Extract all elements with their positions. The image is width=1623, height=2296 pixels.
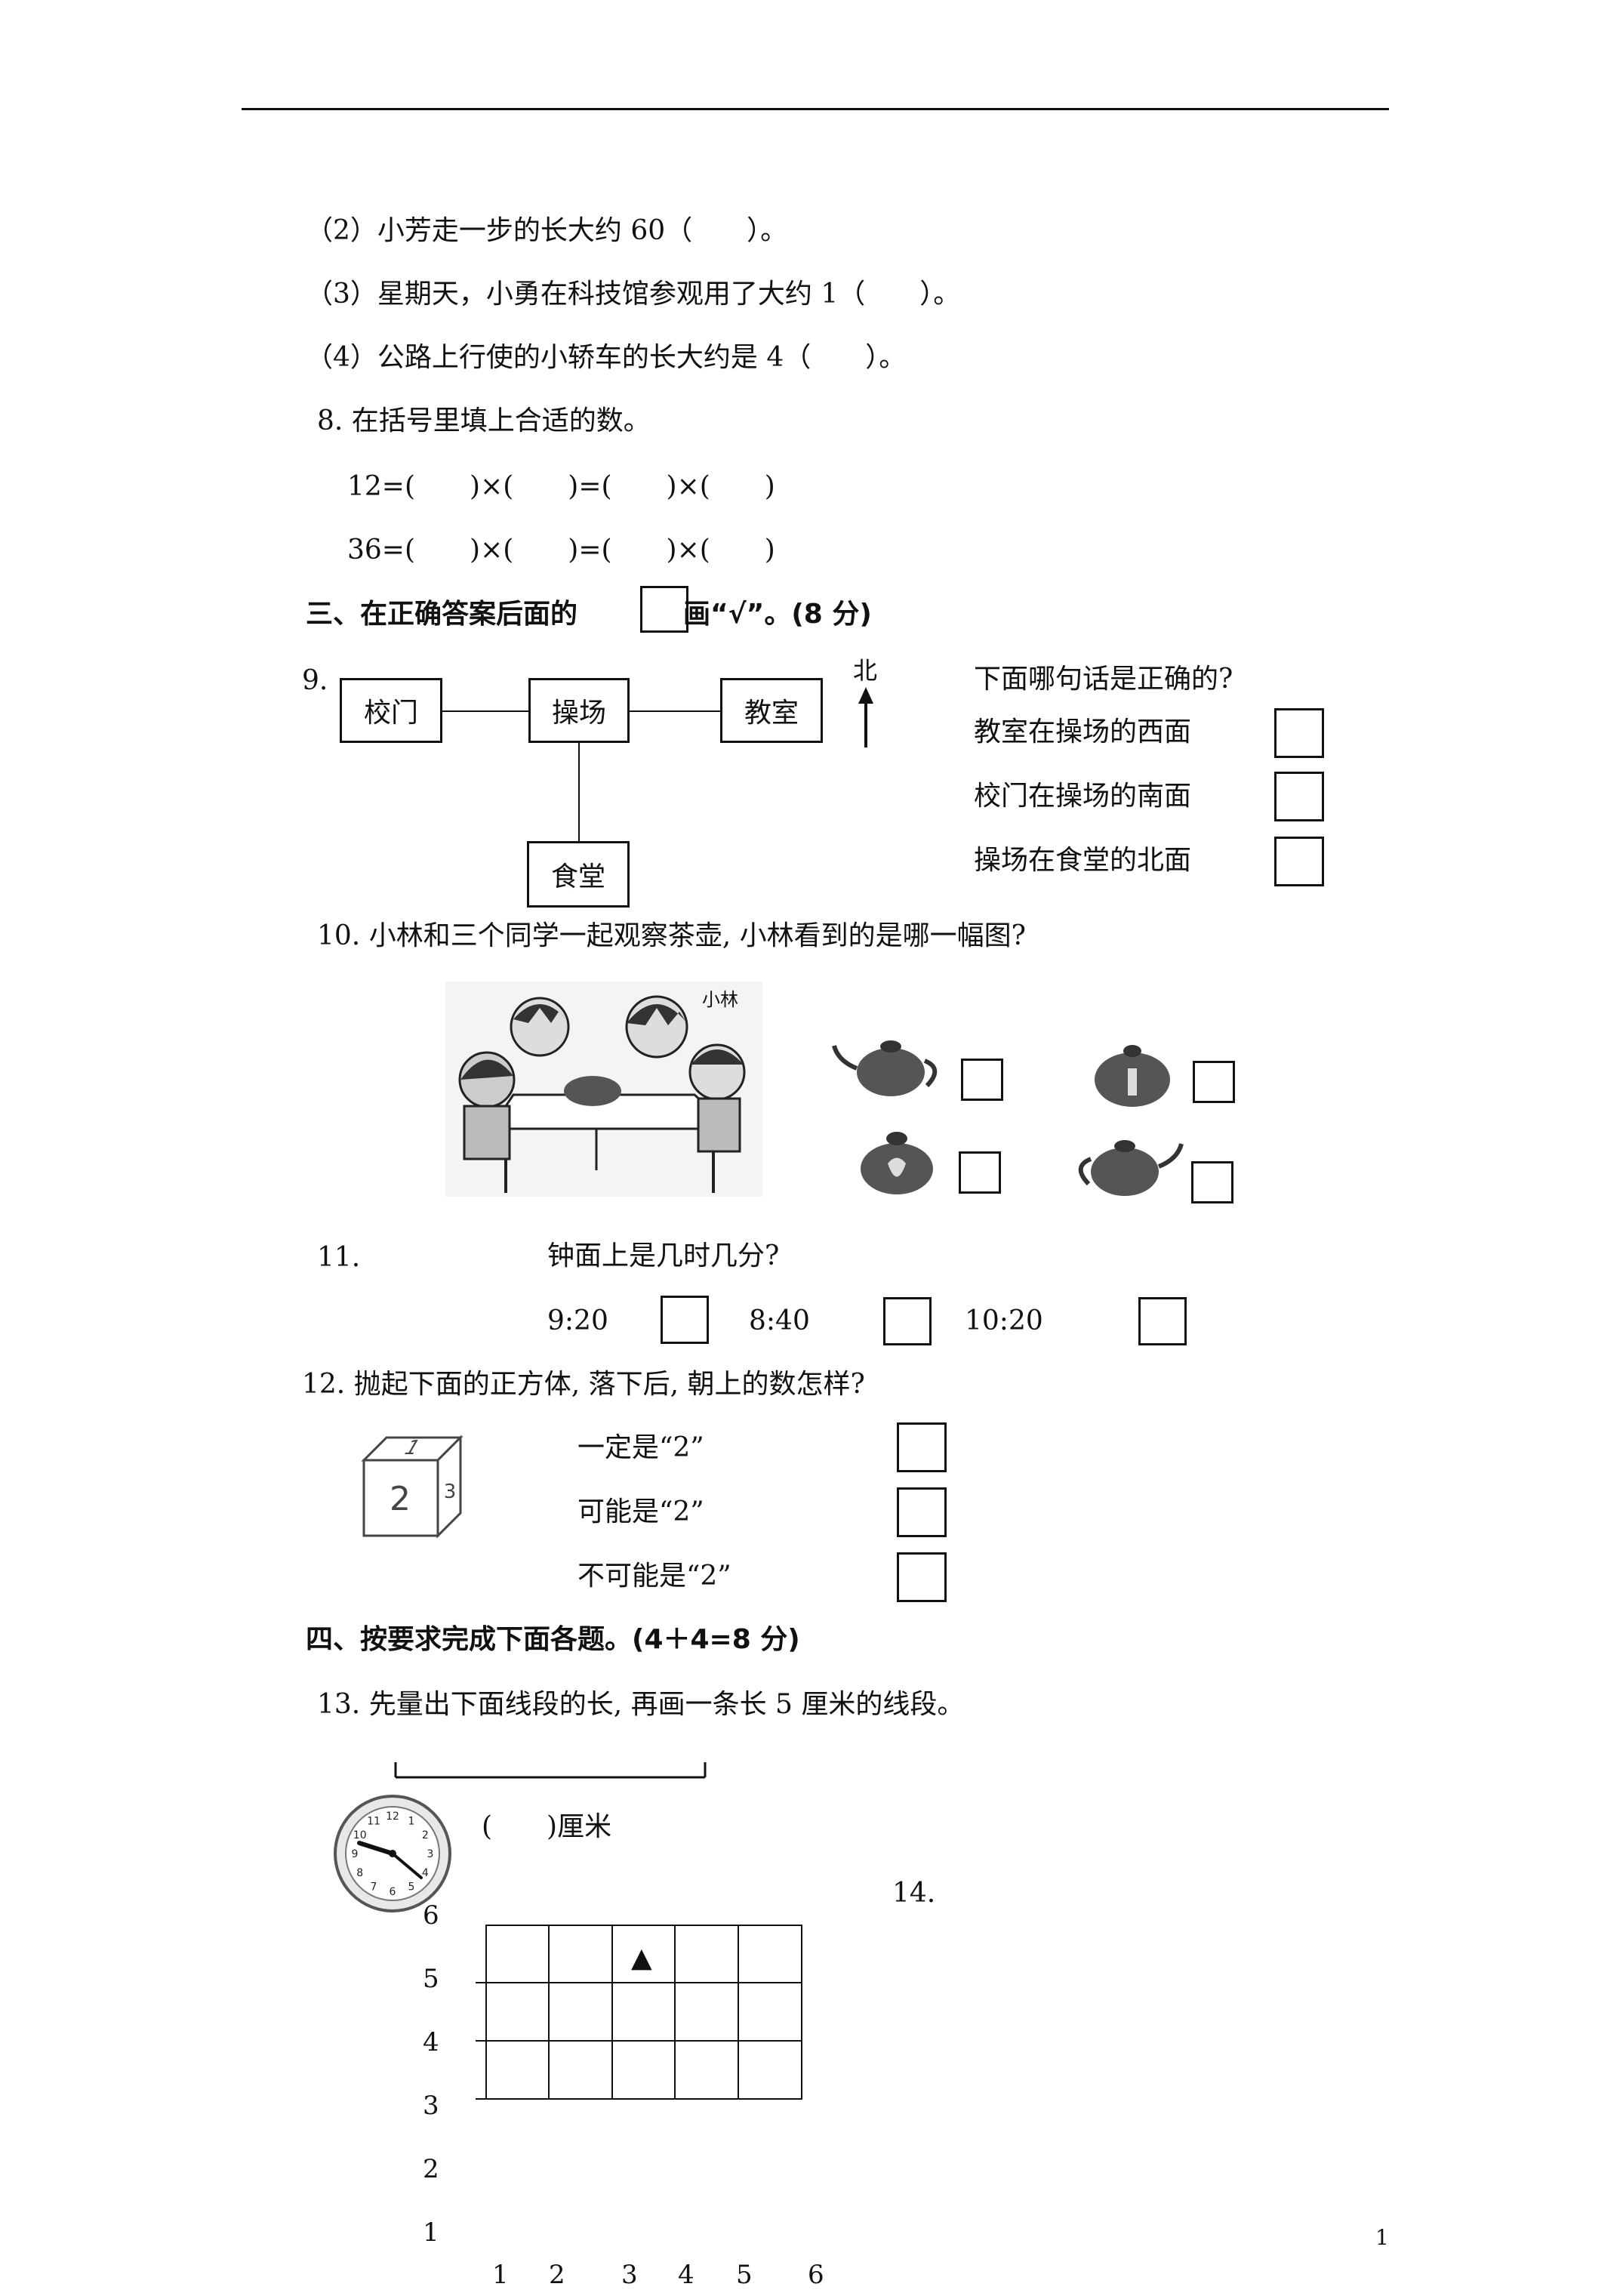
clock-number: 10 <box>353 1829 367 1841</box>
q7-item-4: （4）公路上行使的小轿车的长大约是 4（ ）。 <box>306 342 907 373</box>
q11-number: 11. <box>317 1242 361 1273</box>
q11-option-3: 10:20 <box>965 1305 1043 1336</box>
xiaolin-name-tag: 小林 <box>702 989 738 1010</box>
map-box-playground: 操场 <box>528 678 630 743</box>
grid-x-label: 1 <box>492 2260 509 2290</box>
clock-number: 6 <box>390 1886 396 1898</box>
q9-option-2: 校门在操场的南面 <box>974 781 1192 812</box>
clock-number: 7 <box>371 1881 377 1893</box>
q10-checkbox-1[interactable] <box>961 1059 1003 1101</box>
north-label: 北 <box>853 656 878 685</box>
q13-answer: ( )厘米 <box>482 1811 612 1842</box>
q12-checkbox-3[interactable] <box>897 1552 947 1602</box>
section-4-heading: 四、按要求完成下面各题。(4＋4=8 分) <box>306 1624 800 1655</box>
q12-option-3: 不可能是“2” <box>577 1561 731 1592</box>
q11-checkbox-3[interactable] <box>1138 1297 1187 1345</box>
q9-option-3: 操场在食堂的北面 <box>974 845 1192 876</box>
q11-option-1: 9:20 <box>547 1305 608 1336</box>
cube-face-front: 2 <box>390 1480 411 1518</box>
q8-line-1: 12=( )×( )=( )×( ) <box>347 471 775 502</box>
q9-option-1: 教室在操场的西面 <box>974 717 1192 747</box>
clock-number: 2 <box>422 1829 429 1841</box>
grid-y-label: 3 <box>423 2091 439 2121</box>
q7-item-3: （3）星期天，小勇在科技馆参观用了大约 1（ ）。 <box>306 279 961 310</box>
map-path-gate-playground <box>442 710 528 712</box>
clock-number: 5 <box>408 1881 415 1893</box>
clock-number: 3 <box>427 1848 434 1860</box>
grid-x-label: 5 <box>736 2260 753 2290</box>
q8-line-2: 36=( )×( )=( )×( ) <box>347 535 775 566</box>
grid-y-label: 1 <box>423 2217 439 2248</box>
grid-x-label: 2 <box>549 2260 565 2290</box>
teapot-back-view-icon <box>861 1132 933 1194</box>
grid-x-label: 3 <box>621 2260 638 2290</box>
map-path-playground-canteen <box>578 743 580 841</box>
clock-number: 11 <box>367 1816 380 1828</box>
cube-face-side: 3 <box>444 1481 457 1503</box>
clock-number: 4 <box>422 1867 429 1879</box>
header-rule <box>242 108 1389 110</box>
map-path-playground-classroom <box>630 710 720 712</box>
q8-title: 8. 在括号里填上合适的数。 <box>317 405 651 436</box>
triangle-marker-icon: ▲ <box>631 1943 652 1974</box>
number-cube-icon: 1 2 3 <box>361 1435 463 1539</box>
q7-item-2: （2）小芳走一步的长大约 60（ ）。 <box>306 215 788 246</box>
grid-x-label: 6 <box>808 2260 824 2290</box>
measure-segment <box>394 1762 707 1779</box>
section-3-heading-right: 画“√”。(8 分) <box>683 599 872 630</box>
section-3-example-checkbox <box>640 586 688 633</box>
clock-number: 1 <box>408 1816 415 1828</box>
north-arrow-icon <box>858 687 873 747</box>
grid-y-label: 6 <box>423 1900 439 1931</box>
teapot-other-side-view-icon <box>1078 1140 1184 1196</box>
q9-checkbox-3[interactable] <box>1274 837 1324 886</box>
page-number: 1 <box>1375 2225 1389 2250</box>
q12-checkbox-2[interactable] <box>897 1487 947 1537</box>
q11-option-2: 8:40 <box>749 1305 810 1336</box>
q9-question: 下面哪句话是正确的? <box>974 664 1233 695</box>
q14-grid <box>476 1925 802 2100</box>
q10-checkbox-2[interactable] <box>1193 1061 1235 1103</box>
clock-number: 8 <box>356 1867 363 1879</box>
q12-checkbox-1[interactable] <box>897 1422 947 1472</box>
map-box-gate: 校门 <box>340 678 442 743</box>
grid-y-label: 2 <box>423 2154 439 2184</box>
grid-y-label: 4 <box>423 2027 439 2057</box>
grid-x-label: 4 <box>678 2260 694 2290</box>
q10-checkbox-3[interactable] <box>959 1151 1001 1194</box>
q13-text: 13. 先量出下面线段的长, 再画一条长 5 厘米的线段。 <box>317 1689 965 1720</box>
teapot-front-view-icon <box>1095 1045 1170 1107</box>
q11-question: 钟面上是几时几分? <box>547 1240 780 1271</box>
q9-checkbox-1[interactable] <box>1274 708 1324 758</box>
q11-checkbox-1[interactable] <box>661 1296 709 1344</box>
children-at-table-image <box>445 982 762 1197</box>
q10-checkbox-4[interactable] <box>1191 1161 1233 1203</box>
q12-option-1: 一定是“2” <box>577 1432 704 1463</box>
clock-number: 9 <box>352 1848 359 1860</box>
q11-checkbox-2[interactable] <box>883 1297 932 1345</box>
grid-y-label: 5 <box>423 1964 439 1994</box>
q10-text: 10. 小林和三个同学一起观察茶壶, 小林看到的是哪一幅图? <box>317 920 1026 951</box>
q9-checkbox-2[interactable] <box>1274 772 1324 821</box>
q14-number: 14. <box>892 1878 936 1909</box>
map-box-classroom: 教室 <box>720 678 823 743</box>
map-box-canteen: 食堂 <box>527 841 630 908</box>
clock-number: 12 <box>386 1811 399 1823</box>
q12-option-2: 可能是“2” <box>577 1496 704 1527</box>
q9-number: 9. <box>302 665 328 696</box>
section-3-heading-left: 三、在正确答案后面的 <box>306 599 578 630</box>
q12-text: 12. 抛起下面的正方体, 落下后, 朝上的数怎样? <box>302 1369 865 1400</box>
teapot-side-view-icon <box>832 1040 938 1096</box>
